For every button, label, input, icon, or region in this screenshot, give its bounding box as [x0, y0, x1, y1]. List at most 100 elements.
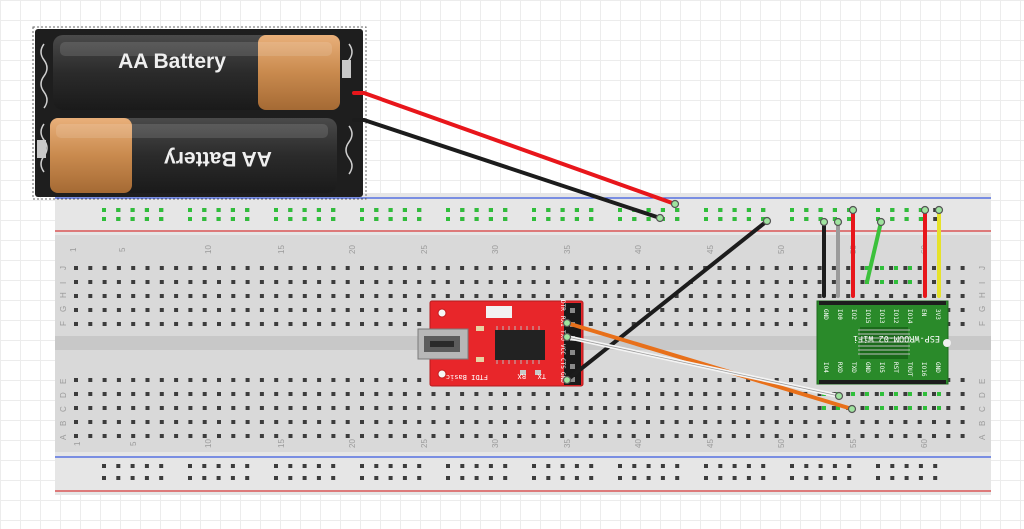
breadboard-hole[interactable]	[474, 280, 479, 284]
breadboard-hole[interactable]	[331, 406, 336, 410]
breadboard-hole[interactable]	[402, 280, 407, 284]
breadboard-hole[interactable]	[603, 322, 608, 326]
breadboard-hole[interactable]	[388, 420, 393, 424]
breadboard-hole[interactable]	[445, 266, 450, 270]
breadboard-hole[interactable]	[588, 406, 593, 410]
breadboard-hole[interactable]	[102, 434, 107, 438]
connected-hole[interactable]	[288, 208, 293, 212]
breadboard-hole[interactable]	[631, 406, 636, 410]
rail-hole[interactable]	[876, 476, 880, 480]
breadboard-hole[interactable]	[102, 280, 107, 284]
breadboard-hole[interactable]	[417, 392, 422, 396]
breadboard-hole[interactable]	[331, 280, 336, 284]
breadboard-hole[interactable]	[631, 308, 636, 312]
breadboard-hole[interactable]	[660, 378, 665, 382]
breadboard-hole[interactable]	[674, 280, 679, 284]
breadboard-hole[interactable]	[789, 392, 793, 396]
connected-hole[interactable]	[923, 406, 927, 410]
breadboard-hole[interactable]	[617, 266, 622, 270]
breadboard-hole[interactable]	[646, 434, 650, 438]
rail-hole[interactable]	[546, 464, 551, 468]
breadboard-hole[interactable]	[374, 266, 379, 270]
connected-hole[interactable]	[876, 217, 880, 221]
rail-hole[interactable]	[732, 476, 737, 480]
breadboard-hole[interactable]	[274, 294, 279, 298]
connected-hole[interactable]	[159, 208, 164, 212]
breadboard-hole[interactable]	[131, 294, 136, 298]
breadboard-hole[interactable]	[445, 392, 450, 396]
breadboard-hole[interactable]	[159, 280, 164, 284]
rail-hole[interactable]	[746, 464, 751, 468]
breadboard-hole[interactable]	[803, 378, 808, 382]
breadboard-hole[interactable]	[245, 308, 250, 312]
breadboard-hole[interactable]	[917, 406, 922, 410]
breadboard-hole[interactable]	[603, 406, 608, 410]
breadboard-hole[interactable]	[74, 406, 78, 410]
rail-hole[interactable]	[360, 464, 364, 468]
rail-hole[interactable]	[632, 464, 637, 468]
breadboard-hole[interactable]	[374, 322, 379, 326]
breadboard-hole[interactable]	[903, 420, 908, 424]
breadboard-hole[interactable]	[74, 266, 78, 270]
breadboard-hole[interactable]	[345, 420, 350, 424]
breadboard-hole[interactable]	[846, 420, 851, 424]
wire-end-cap[interactable]	[847, 404, 857, 414]
breadboard-hole[interactable]	[331, 322, 336, 326]
breadboard-hole[interactable]	[102, 308, 107, 312]
breadboard-hole[interactable]	[245, 294, 250, 298]
rail-hole[interactable]	[245, 464, 250, 468]
breadboard-hole[interactable]	[488, 294, 493, 298]
rail-hole[interactable]	[933, 464, 938, 468]
breadboard-hole[interactable]	[131, 434, 136, 438]
breadboard-hole[interactable]	[159, 420, 164, 424]
rail-hole[interactable]	[574, 464, 579, 468]
breadboard-hole[interactable]	[302, 322, 307, 326]
breadboard-hole[interactable]	[231, 266, 236, 270]
connected-hole[interactable]	[402, 208, 407, 212]
breadboard-hole[interactable]	[717, 378, 722, 382]
breadboard-hole[interactable]	[345, 280, 350, 284]
connected-hole[interactable]	[574, 217, 579, 221]
breadboard-hole[interactable]	[388, 406, 393, 410]
breadboard-hole[interactable]	[402, 266, 407, 270]
breadboard-hole[interactable]	[374, 280, 379, 284]
breadboard-hole[interactable]	[488, 392, 493, 396]
breadboard-hole[interactable]	[302, 266, 307, 270]
breadboard-hole[interactable]	[317, 434, 322, 438]
breadboard-hole[interactable]	[388, 392, 393, 396]
connected-hole[interactable]	[894, 406, 898, 410]
connected-hole[interactable]	[488, 208, 493, 212]
breadboard-hole[interactable]	[760, 406, 765, 410]
rail-hole[interactable]	[589, 464, 594, 468]
breadboard-hole[interactable]	[817, 392, 822, 396]
rail-hole[interactable]	[288, 464, 293, 468]
wire-end-cap[interactable]	[562, 375, 572, 385]
connected-hole[interactable]	[746, 208, 751, 212]
breadboard-hole[interactable]	[960, 322, 965, 326]
breadboard-hole[interactable]	[374, 294, 379, 298]
breadboard-hole[interactable]	[889, 406, 894, 410]
breadboard-hole[interactable]	[846, 294, 851, 298]
breadboard-hole[interactable]	[817, 406, 822, 410]
rail-hole[interactable]	[202, 464, 207, 468]
breadboard-hole[interactable]	[374, 378, 379, 382]
breadboard-hole[interactable]	[360, 406, 364, 410]
breadboard-hole[interactable]	[460, 280, 465, 284]
breadboard-hole[interactable]	[202, 280, 207, 284]
breadboard-hole[interactable]	[131, 308, 136, 312]
connected-hole[interactable]	[560, 208, 565, 212]
wire-battery-black[interactable]	[352, 118, 662, 220]
breadboard-hole[interactable]	[131, 378, 136, 382]
breadboard-hole[interactable]	[116, 392, 121, 396]
rail-hole[interactable]	[188, 476, 192, 480]
rail-hole[interactable]	[732, 464, 737, 468]
breadboard-hole[interactable]	[360, 308, 364, 312]
connected-hole[interactable]	[316, 217, 321, 221]
breadboard-hole[interactable]	[317, 294, 322, 298]
breadboard-hole[interactable]	[259, 392, 264, 396]
rail-hole[interactable]	[847, 476, 852, 480]
breadboard-hole[interactable]	[288, 406, 293, 410]
breadboard-hole[interactable]	[116, 378, 121, 382]
breadboard-hole[interactable]	[460, 420, 465, 424]
breadboard-hole[interactable]	[374, 406, 379, 410]
